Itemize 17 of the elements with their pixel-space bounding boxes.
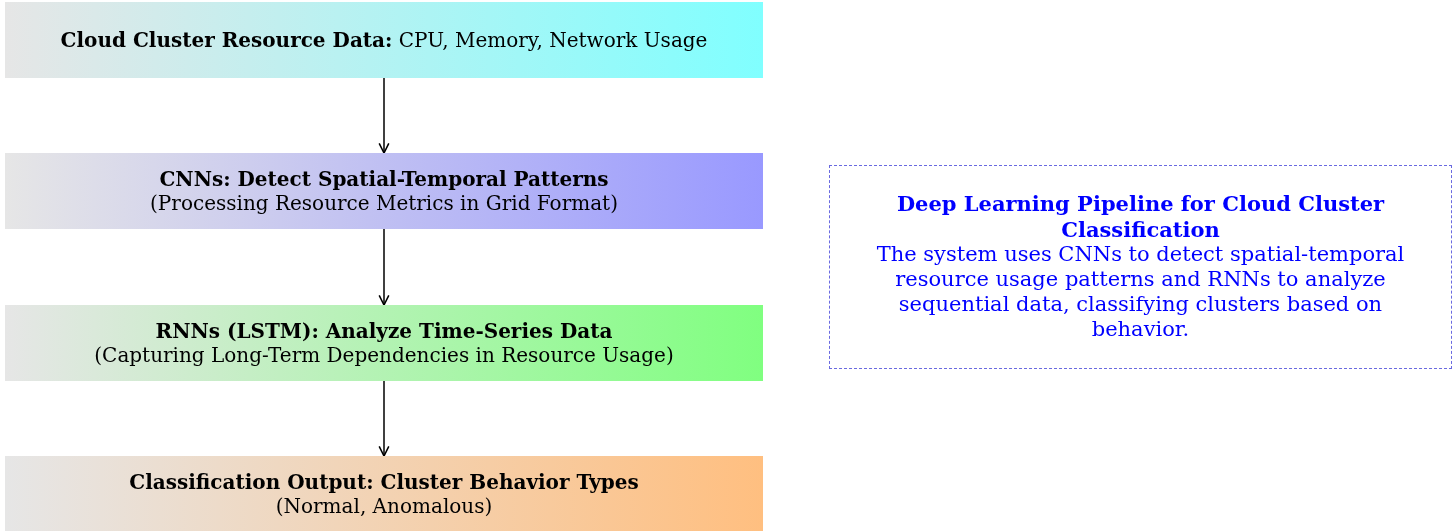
box-heading: Deep Learning Pipeline for Cloud Cluster Classification — [895, 191, 1386, 242]
box-heading: Classification Output: Cluster Behavior Types — [129, 469, 639, 494]
arrow — [378, 380, 390, 457]
process-box — [5, 153, 763, 229]
arrow — [378, 228, 390, 306]
note-box — [829, 165, 1452, 369]
box-description: (Capturing Long-Term Dependencies in Resource Usage) — [94, 343, 674, 367]
box-text: Cloud Cluster Resource Data: CPU, Memory, Network Usage — [60, 28, 708, 52]
box-heading: RNNs (LSTM): Analyze Time-Series Data — [155, 319, 613, 343]
box-description: (Processing Resource Metrics in Grid Format) — [150, 191, 618, 215]
process-box — [5, 2, 763, 78]
box-description: The system uses CNNs to detect spatial-temporal resource usage patterns and RNNs to analyze sequential data, classifying clusters based on behavior. — [875, 241, 1406, 343]
arrow — [378, 77, 390, 154]
box-description: (Normal, Anomalous) — [275, 493, 493, 518]
process-box — [5, 305, 763, 381]
process-box — [5, 456, 763, 531]
box-heading: CNNs: Detect Spatial-Temporal Patterns — [159, 167, 609, 191]
